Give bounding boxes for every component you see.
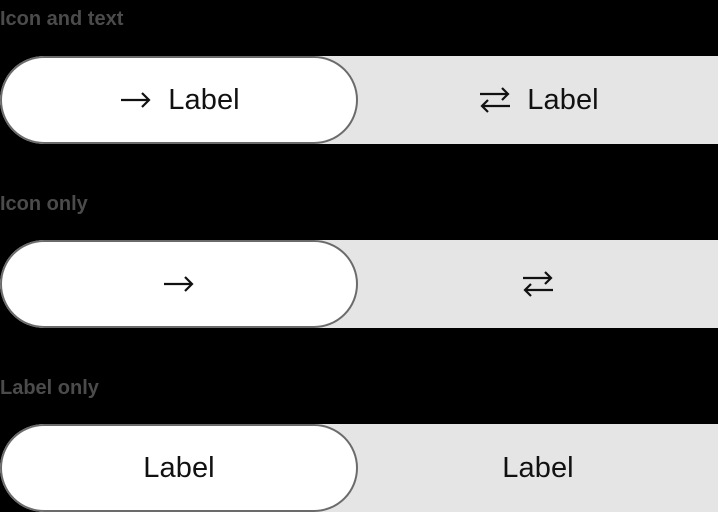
segment-unselected[interactable]: Label — [358, 56, 718, 144]
segmented-control: Label Label — [0, 424, 718, 512]
segmented-control: Label Label — [0, 56, 718, 144]
segment-selected[interactable]: Label — [0, 56, 358, 144]
arrow-right-icon — [118, 82, 154, 118]
section-title: Icon only — [0, 193, 88, 215]
segment-selected[interactable]: Label — [0, 424, 358, 512]
segment-selected[interactable] — [0, 240, 358, 328]
segmented-control — [0, 240, 718, 328]
segment-unselected[interactable] — [358, 240, 718, 328]
segment-label: Label — [527, 83, 599, 116]
segment-label: Label — [168, 83, 240, 116]
segment-label: Label — [143, 451, 215, 484]
section-title: Label only — [0, 377, 99, 399]
swap-arrows-icon — [477, 82, 513, 118]
section-title: Icon and text — [0, 8, 124, 30]
segment-label: Label — [502, 451, 574, 484]
swap-arrows-icon — [520, 266, 556, 302]
arrow-right-icon — [161, 266, 197, 302]
segment-unselected[interactable]: Label — [358, 424, 718, 512]
